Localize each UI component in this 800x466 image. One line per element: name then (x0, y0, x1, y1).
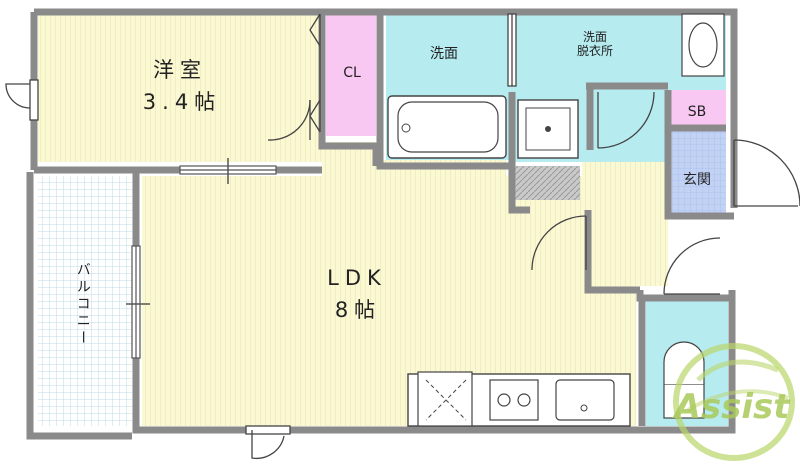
ldk-name: LDK (327, 266, 387, 290)
logo-text: Assist (672, 387, 792, 427)
dressing-room-label: 洗面 脱衣所 (576, 30, 613, 59)
pipe-shaft (512, 166, 580, 200)
toilet-fixture (663, 341, 705, 419)
door-washroom (507, 13, 517, 87)
door-south-exterior (245, 425, 291, 460)
window-balcony (126, 245, 150, 359)
vanity-sink (681, 13, 725, 77)
balcony-label: バルコニー (74, 262, 91, 347)
door-entrance (733, 139, 800, 207)
door-corridor (531, 215, 587, 271)
door-west-exterior (5, 79, 39, 121)
western-room-floor (38, 12, 322, 162)
washing-machine-pan (517, 99, 579, 159)
bathtub (387, 95, 507, 159)
balcony-rail (26, 172, 132, 440)
door-toilet (663, 237, 721, 295)
door-western-room (267, 99, 311, 141)
south-wall (290, 290, 736, 434)
entrance-wall (664, 90, 734, 220)
door-dressing (597, 91, 655, 149)
western-room-size: 3.4帖 (142, 90, 222, 114)
entrance-floor (668, 128, 726, 216)
closet-label: CL (343, 65, 361, 81)
kitchen-counter (407, 371, 631, 427)
western-room-name: 洋室 (153, 58, 207, 82)
closet-floor (326, 12, 376, 136)
shoebox-label: SB (687, 104, 707, 120)
washroom-label: 洗面 (430, 46, 458, 62)
entrance-label: 玄関 (683, 172, 711, 188)
western-room-wall (318, 12, 380, 166)
closet-wall (376, 12, 512, 170)
closet-doors (309, 13, 321, 133)
assist-logo: Assist (672, 343, 795, 461)
ldk-size: 8帖 (334, 298, 382, 322)
washroom-divider-b (508, 92, 530, 214)
balcony-floor (38, 176, 132, 426)
window-western-room (179, 158, 277, 184)
corridor-wall-b (584, 210, 640, 294)
shoebox-floor (668, 90, 726, 128)
